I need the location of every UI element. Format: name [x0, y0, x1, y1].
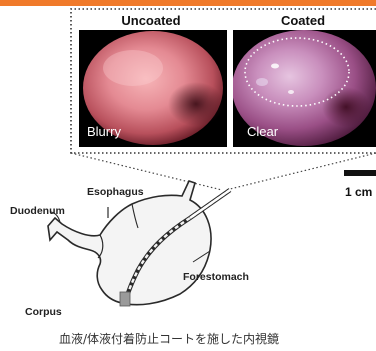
scale-bar-label: 1 cm: [345, 185, 372, 199]
figure-caption: 血液/体液付着防止コートを施した内視鏡: [59, 330, 376, 347]
panel-title-uncoated: Uncoated: [121, 13, 180, 28]
label-corpus: Corpus: [25, 306, 62, 318]
endoscope-tip: [120, 292, 130, 306]
panel-title-coated: Coated: [281, 13, 325, 28]
label-esophagus: Esophagus: [87, 186, 144, 198]
scale-bar: [344, 170, 376, 176]
zoom-line-left: [71, 153, 222, 190]
panel-caption-blurry: Blurry: [87, 124, 121, 139]
stomach-illustration: [48, 181, 230, 306]
label-forestomach: Forestomach: [183, 271, 249, 283]
panel-caption-clear: Clear: [247, 124, 279, 139]
label-duodenum: Duodenum: [10, 205, 65, 217]
